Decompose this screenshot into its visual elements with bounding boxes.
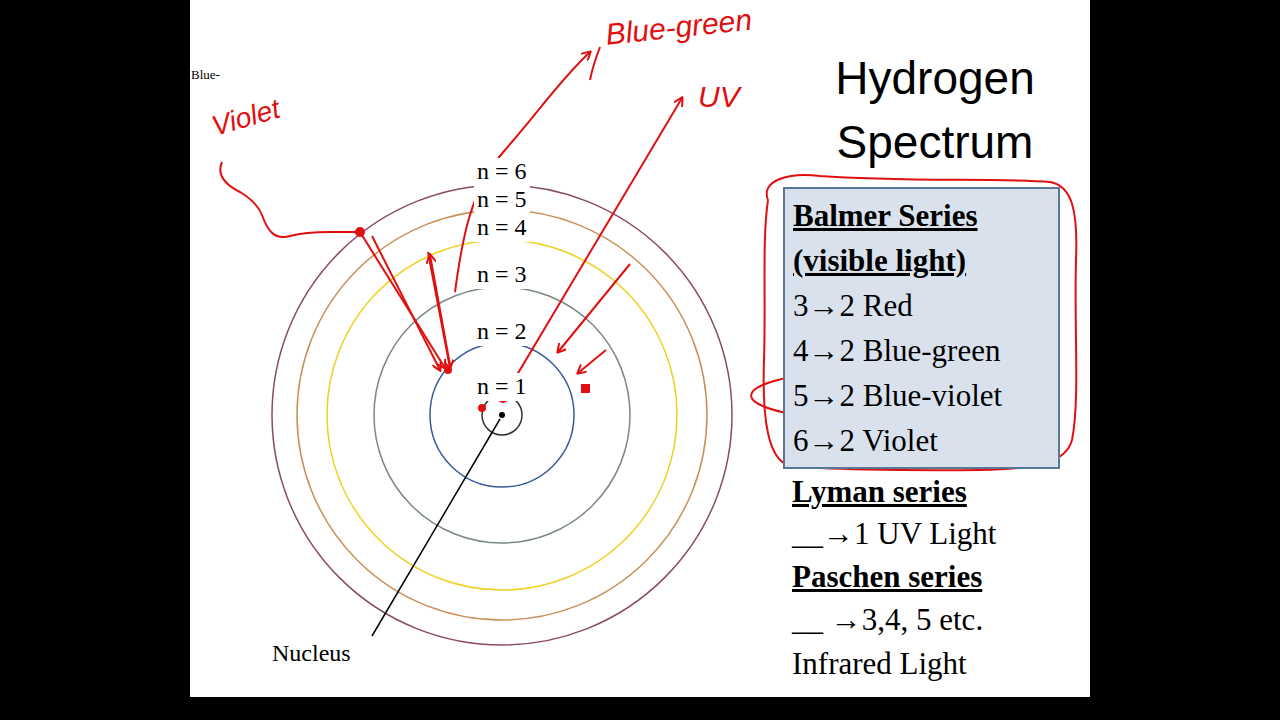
orbit-label: n = 1 [474, 373, 530, 401]
series-note: __→1 UV Light [792, 516, 996, 552]
electron-dots [355, 227, 590, 412]
orbit-5 [297, 210, 707, 620]
orbit-label: n = 2 [474, 318, 530, 346]
transition-line: 3→2 Red [793, 283, 913, 328]
series-box: Balmer Series (visible light)3→2 Red4→2 … [783, 187, 1060, 469]
orbit-label: n = 4 [474, 214, 530, 242]
series-note: __ →3,4, 5 etc. [792, 602, 983, 638]
orbit-label: n = 5 [474, 186, 530, 214]
orbit-label: n = 3 [474, 261, 530, 289]
slide-title: Hydrogen Spectrum [800, 46, 1070, 174]
part-label: Nucleus [272, 640, 351, 668]
transition-line: 5→2 Blue-violet [793, 373, 1002, 418]
annotation-label: Blue- [191, 68, 220, 83]
orbit-2 [430, 343, 574, 487]
orbit-6 [272, 185, 732, 645]
handwritten-note: UV [698, 80, 740, 115]
series-note: Infrared Light [792, 646, 967, 682]
nucleus-dot [499, 412, 505, 418]
series-heading: Balmer Series (visible light) [793, 193, 1050, 283]
leader-line [372, 419, 500, 636]
orbit-label: n = 6 [474, 158, 530, 186]
series-note: Lyman series [792, 474, 967, 510]
transition-line: 4→2 Blue-green [793, 328, 1000, 373]
transition-line: 6→2 Violet [793, 418, 938, 463]
series-note: Paschen series [792, 559, 982, 595]
hand-annotations [220, 47, 1076, 470]
orbit-3 [374, 287, 630, 543]
orbit-4 [327, 240, 677, 590]
